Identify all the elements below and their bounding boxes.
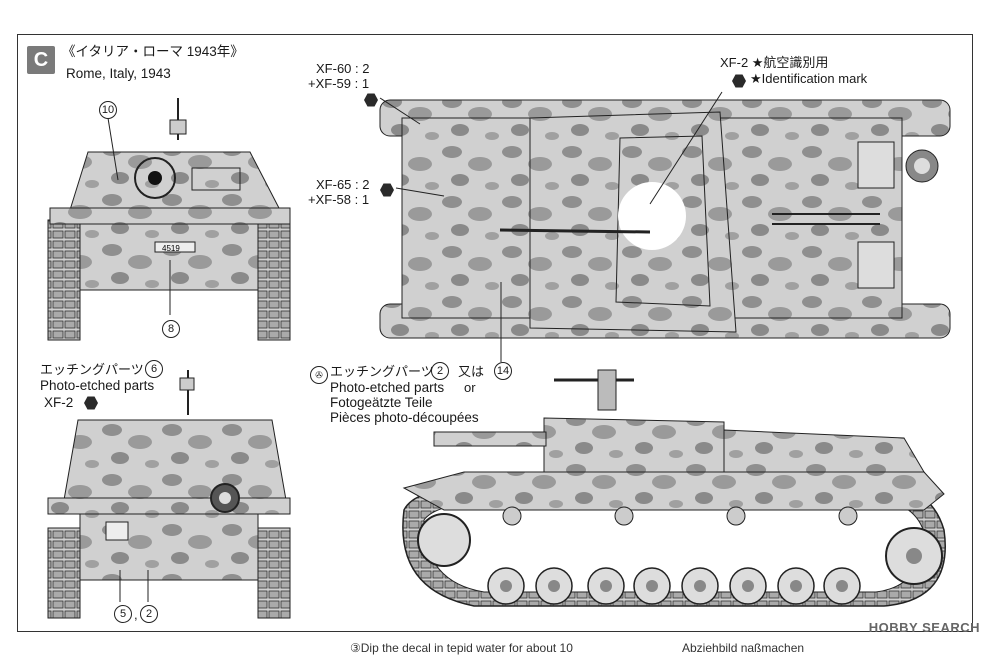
footer-left: ③Dip the decal in tepid water for about … bbox=[350, 641, 573, 655]
paint-hex-icon-mid bbox=[380, 183, 394, 197]
paint-hex-icon-mark bbox=[732, 74, 746, 88]
paint-mid-b: +XF-58 : 1 bbox=[308, 192, 370, 207]
callout-5: 5 bbox=[114, 605, 132, 623]
rear-parts-en: Photo-etched parts bbox=[40, 378, 155, 393]
callout-10: 10 bbox=[99, 101, 117, 119]
side-view-drawing bbox=[402, 369, 946, 607]
paint-top-a: XF-60 : 2 bbox=[316, 61, 370, 76]
side-parts-en: Photo-etched parts bbox=[330, 380, 445, 395]
paint-rear: XF-2 bbox=[44, 395, 74, 410]
paint-hex-icon-top bbox=[364, 93, 378, 107]
front-plate-text: 4519 bbox=[162, 244, 180, 253]
side-parts-fr: Pièces photo-découpées bbox=[330, 410, 479, 425]
mark-en: ★Identification mark bbox=[750, 71, 868, 86]
callout-14: 14 bbox=[494, 362, 512, 380]
front-view-drawing: 4519 bbox=[47, 98, 291, 341]
footer-right: Abziehbild naßmachen bbox=[682, 641, 805, 655]
top-view-drawing bbox=[379, 91, 951, 362]
side-parts-or-en: or bbox=[464, 380, 476, 395]
rear-parts-jp: エッチングパーツ bbox=[40, 362, 144, 377]
instruction-frame bbox=[17, 34, 973, 632]
side-parts-de: Fotogeätzte Teile bbox=[330, 395, 433, 410]
rear-parts-num: 6 bbox=[145, 360, 163, 378]
photo-etch-icon: ✇ bbox=[310, 366, 328, 384]
rear-view-drawing bbox=[47, 370, 291, 619]
mark-jp: XF-2 ★航空識別用 bbox=[720, 55, 829, 70]
paint-mid-a: XF-65 : 2 bbox=[316, 177, 370, 192]
paint-top-b: +XF-59 : 1 bbox=[308, 76, 370, 91]
side-parts-jp: エッチングパーツ bbox=[330, 364, 434, 379]
section-badge: C bbox=[27, 46, 55, 74]
callout-2: 2 bbox=[140, 605, 158, 623]
callout-sep: , bbox=[134, 607, 138, 622]
section-title-en: Rome, Italy, 1943 bbox=[66, 66, 171, 81]
callout-8: 8 bbox=[162, 320, 180, 338]
side-parts-num: 2 bbox=[431, 362, 449, 380]
side-parts-or-jp: 又は bbox=[458, 364, 485, 379]
section-title-jp: 《イタリア・ローマ 1943年》 bbox=[62, 44, 244, 59]
watermark: HOBBY SEARCH bbox=[868, 620, 980, 635]
paint-hex-icon bbox=[84, 396, 98, 410]
